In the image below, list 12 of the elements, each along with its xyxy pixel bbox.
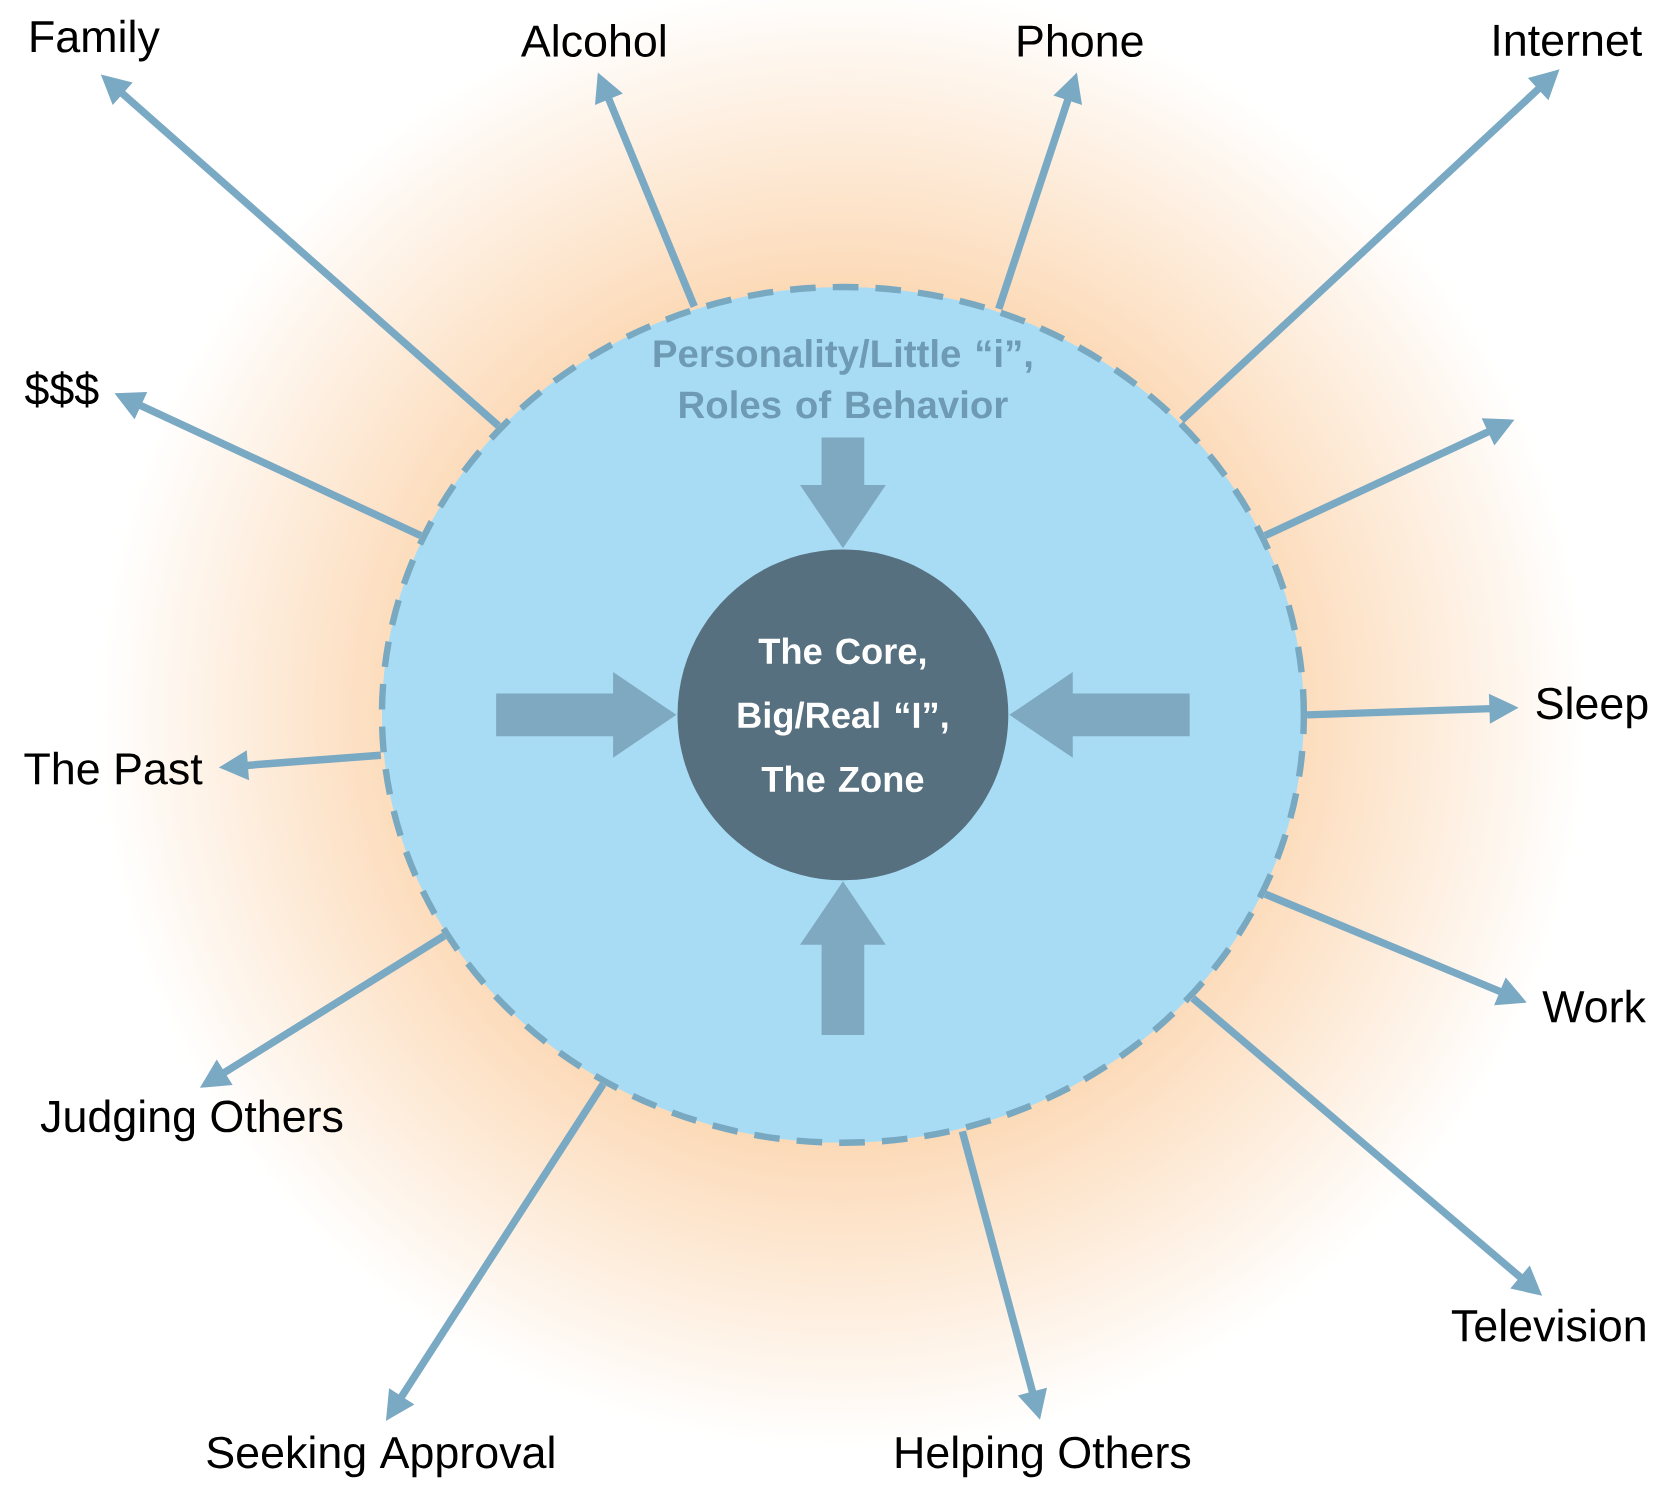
label: Seeking Approval [207,1435,554,1478]
label: Alcohol [520,23,665,57]
label: The Past [24,751,203,785]
label: Sleep [1536,686,1648,729]
label: Phone [1018,23,1143,57]
label: Family [31,19,160,62]
label: Internet [1494,24,1642,56]
label: $$$ [24,371,99,408]
label: Work [1542,989,1646,1023]
label: Judging Others [40,1099,343,1141]
label: Television [1451,1308,1645,1342]
label: Helping Others [896,1435,1191,1478]
